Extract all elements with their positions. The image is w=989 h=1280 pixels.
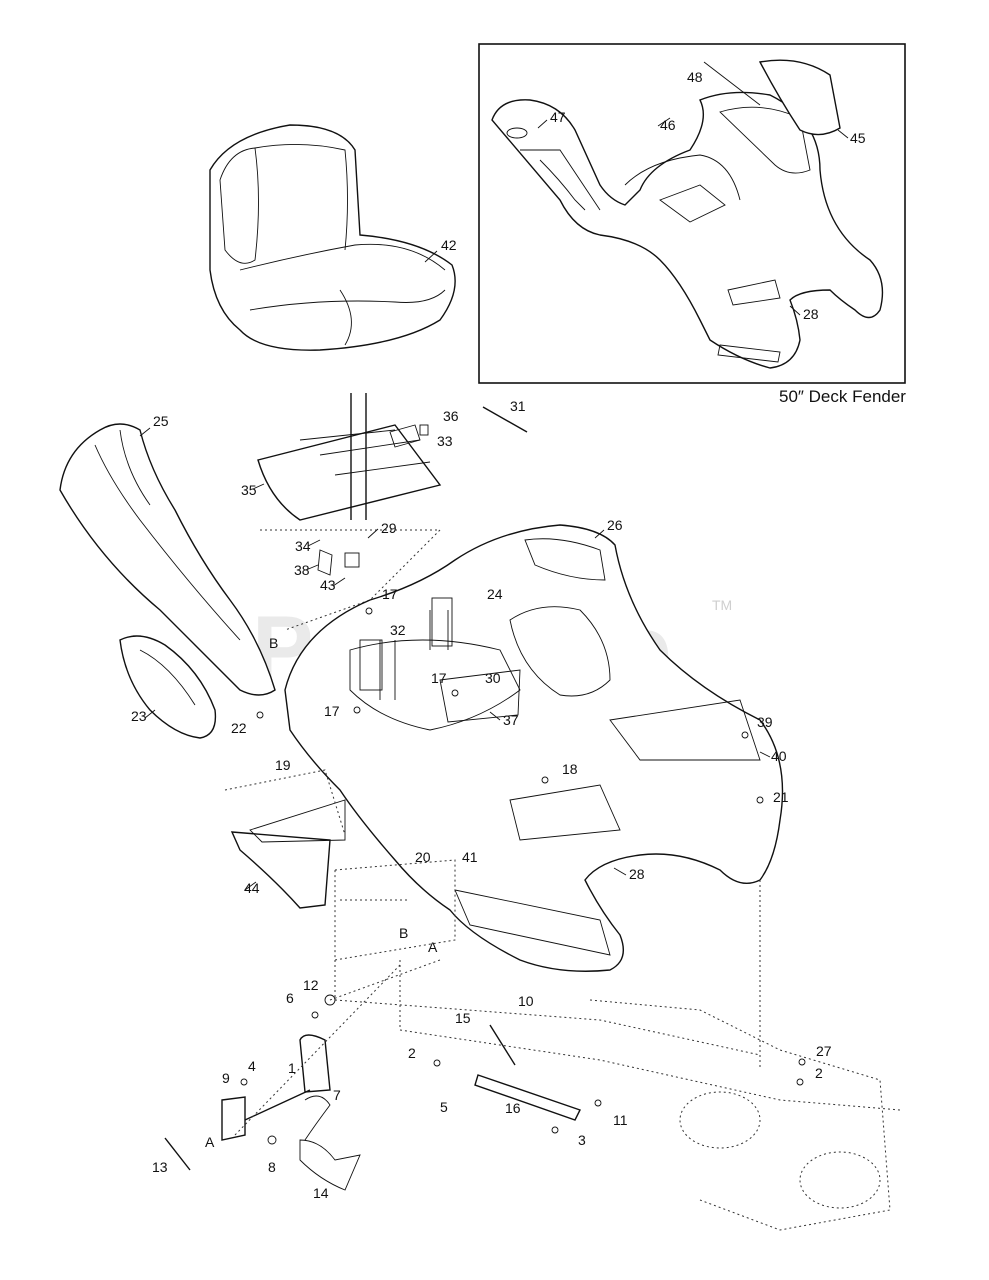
label-37: 37: [503, 712, 519, 728]
label-28: 28: [629, 866, 645, 882]
label-13: 13: [152, 1159, 168, 1175]
label-45: 45: [850, 130, 866, 146]
label-26: 26: [607, 517, 623, 533]
label-36: 36: [443, 408, 459, 424]
label-2: 2: [408, 1045, 416, 1061]
label-23: 23: [131, 708, 147, 724]
label-11: 11: [613, 1112, 628, 1128]
watermark-trademark: TM: [712, 597, 732, 613]
label-17: 17: [382, 586, 398, 602]
label-22: 22: [231, 720, 247, 736]
label-B: B: [269, 635, 278, 651]
label-24: 24: [487, 586, 503, 602]
label-35: 35: [241, 482, 257, 498]
springs-drawing: [359, 597, 453, 691]
leader-lines: [139, 117, 849, 891]
label-32: 32: [390, 622, 406, 638]
label-A: A: [205, 1134, 215, 1150]
label-6: 6: [286, 990, 294, 1006]
label-19: 19: [275, 757, 291, 773]
left-fender-drawing: [59, 423, 276, 696]
label-12: 12: [303, 977, 319, 993]
label-15: 15: [455, 1010, 471, 1026]
label-31: 31: [510, 398, 526, 414]
inset-fender-drawing: [491, 59, 884, 369]
label-25: 25: [153, 413, 169, 429]
label-44: 44: [244, 880, 260, 896]
part-labels: 1 2 2 3 4 5 6 7 8 9 10 11 12 13 14 15 16…: [131, 69, 866, 1201]
chassis-drawing: [334, 859, 901, 1231]
label-39: 39: [757, 714, 773, 730]
hardware-drawing: [240, 406, 806, 1145]
label-41: 41: [462, 849, 478, 865]
label-16: 16: [505, 1100, 521, 1116]
label-46: 46: [660, 117, 676, 133]
label-27: 27: [816, 1043, 832, 1059]
label-A: A: [428, 939, 438, 955]
label-14: 14: [313, 1185, 329, 1201]
linkage-drawing: [164, 959, 581, 1191]
label-30: 30: [485, 670, 501, 686]
label-10: 10: [518, 993, 534, 1009]
label-B: B: [399, 925, 408, 941]
label-38: 38: [294, 562, 310, 578]
seat-drawing: [209, 124, 456, 351]
label-2: 2: [815, 1065, 823, 1081]
label-5: 5: [440, 1099, 448, 1115]
label-21: 21: [773, 789, 789, 805]
label-7: 7: [333, 1087, 341, 1103]
label-4: 4: [248, 1058, 256, 1074]
grip-pad-drawing: [119, 635, 217, 739]
label-28: 28: [803, 306, 819, 322]
label-34: 34: [295, 538, 311, 554]
label-48: 48: [687, 69, 703, 85]
label-18: 18: [562, 761, 578, 777]
label-47: 47: [550, 109, 566, 125]
main-fender-drawing: [284, 524, 784, 972]
label-3: 3: [578, 1132, 586, 1148]
bracket-44-drawing: [224, 769, 346, 909]
label-40: 40: [771, 748, 787, 764]
label-1: 1: [288, 1060, 296, 1076]
label-20: 20: [415, 849, 431, 865]
inset-caption: 50″ Deck Fender: [779, 387, 906, 406]
seat-pan-drawing: [257, 393, 442, 631]
label-8: 8: [268, 1159, 276, 1175]
label-43: 43: [320, 577, 336, 593]
inset-frame: [478, 43, 906, 384]
label-42: 42: [441, 237, 457, 253]
label-17: 17: [324, 703, 340, 719]
label-29: 29: [381, 520, 397, 536]
label-17: 17: [431, 670, 447, 686]
label-9: 9: [222, 1070, 230, 1086]
grip-pad-slot: [139, 649, 196, 706]
label-33: 33: [437, 433, 453, 449]
